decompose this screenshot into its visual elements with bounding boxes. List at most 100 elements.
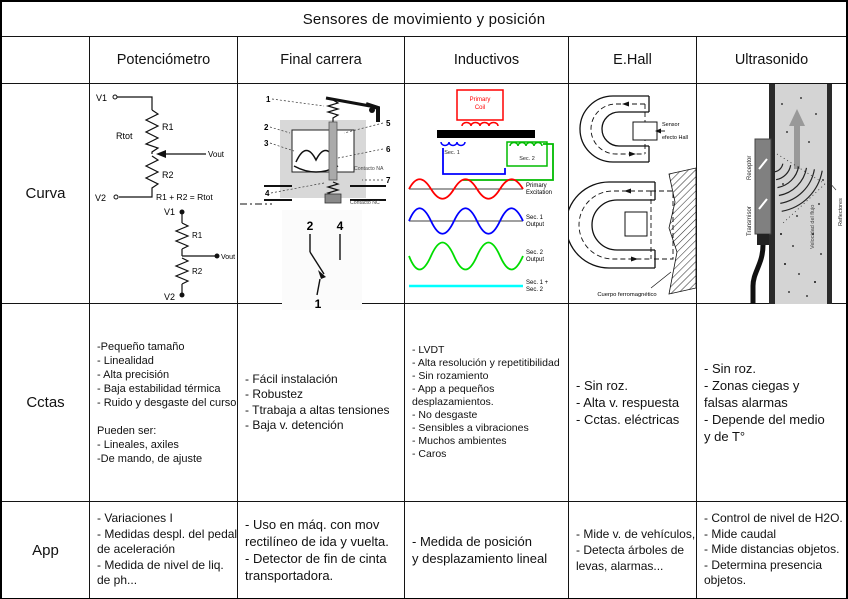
column-header-label: Final carrera bbox=[280, 52, 362, 68]
reflector-leader bbox=[828, 181, 837, 191]
upper-spring bbox=[325, 99, 341, 124]
v2-label: V2 bbox=[164, 292, 175, 302]
row-label: Cctas bbox=[26, 394, 65, 411]
text-line: - Robustez bbox=[245, 387, 304, 401]
text-line: -De mando, de ajuste bbox=[97, 452, 203, 465]
text-line: - Fácil instalación bbox=[245, 371, 338, 386]
terminal-4-label: 4 bbox=[337, 219, 344, 233]
app-ultrasonido-cell: - Control de nivel de H2O. - Mide caudal… bbox=[697, 502, 846, 598]
cctas-ultrasonido-cell: - Sin roz. - Zonas ciegas y falsas alarm… bbox=[697, 304, 846, 502]
waveform-label: Excitation bbox=[526, 190, 552, 196]
beam-path bbox=[776, 153, 826, 185]
text-line: - Medidas despl. del pedal bbox=[97, 526, 238, 541]
col-header-inductivos: Inductivos bbox=[405, 37, 569, 84]
text-line: - Control de nivel de H2O. bbox=[704, 511, 843, 526]
hall-sensor bbox=[632, 121, 658, 141]
text-line: - Linealidad bbox=[97, 354, 154, 367]
leader-line bbox=[271, 98, 325, 107]
wire bbox=[117, 96, 153, 110]
waveform-label: Output bbox=[526, 222, 544, 228]
transmisor-label: Transmisor bbox=[747, 206, 753, 236]
text-line: - Caros bbox=[412, 448, 447, 460]
sec2-output-wave bbox=[408, 241, 524, 271]
vout-label: Vout bbox=[221, 254, 235, 261]
ultrasonic-waves bbox=[774, 163, 823, 212]
text-line: - Alta precisión bbox=[97, 368, 170, 381]
transducer-block bbox=[754, 138, 772, 235]
text-line: - LVDT bbox=[412, 344, 445, 356]
v1-label: V1 bbox=[164, 207, 175, 217]
part-number: 7 bbox=[386, 176, 391, 185]
leader-line bbox=[269, 142, 295, 152]
app-ehall-cell: - Mide v. de vehículos, - Detecta árbole… bbox=[569, 502, 697, 598]
limit-switch-diagram: 1 2 3 4 5 6 Contacto NA 7 Contacto NC 2 … bbox=[240, 95, 391, 310]
sec1-label: Sec. 1 bbox=[444, 150, 460, 156]
text-line: - Sin roz. bbox=[704, 361, 757, 376]
r1-label: R1 bbox=[192, 231, 203, 240]
transducer-mark bbox=[758, 158, 768, 170]
r2-label: R2 bbox=[192, 267, 203, 276]
text-line: - Sin roz. bbox=[576, 378, 629, 393]
lvdt-diagram: Primary Coil Sec. 1 Sec. 2 Primary Excit… bbox=[408, 89, 554, 293]
transducer-mark bbox=[758, 198, 768, 210]
terminal-node bbox=[179, 292, 185, 298]
text-line: - Baja v. detención bbox=[245, 418, 344, 432]
col-header-ehall: E.Hall bbox=[569, 37, 697, 84]
waveform-label: Sec. 1 + bbox=[526, 280, 549, 286]
app-potenciometro-cell: - Variaciones I - Medidas despl. del ped… bbox=[90, 502, 238, 598]
horseshoe-magnet bbox=[569, 181, 656, 269]
flux-lines bbox=[578, 190, 674, 260]
hall-sensor-label: efecto Hall bbox=[662, 135, 688, 141]
text-line: - Mide caudal bbox=[704, 526, 777, 541]
row-label: Curva bbox=[25, 185, 66, 202]
column-header-label: Ultrasonido bbox=[734, 52, 809, 68]
cctas-potenciometro-cell: -Pequeño tamaño - Linealidad - Alta prec… bbox=[90, 304, 238, 502]
text-line: - Lineales, axiles bbox=[97, 438, 179, 451]
resistor-r1 bbox=[174, 222, 190, 250]
text-line: - Mide distancias objetos. bbox=[704, 542, 840, 557]
pipe-wall-left bbox=[769, 84, 775, 304]
leader-line bbox=[270, 182, 325, 194]
text-line: - Determina presencia bbox=[704, 557, 823, 572]
waveform-label: Sec. 2 bbox=[526, 287, 544, 293]
sec1-wire bbox=[442, 148, 506, 175]
primary-coil-label: Coil bbox=[475, 105, 485, 111]
ferromagnetic-body-label: Cuerpo ferromagnético bbox=[597, 292, 656, 298]
actuator-lever bbox=[325, 96, 371, 108]
text-line: - Depende del medio bbox=[704, 412, 825, 427]
text-line: Pueden ser: bbox=[97, 424, 157, 437]
waveform-label: Sec. 1 bbox=[526, 215, 544, 221]
text-line: falsas alarmas bbox=[704, 395, 788, 410]
col-header-ultrasonido: Ultrasonido bbox=[697, 37, 846, 84]
pipe-wall-right bbox=[827, 84, 832, 304]
primary-coil-label: Primary bbox=[470, 97, 491, 103]
contact-block bbox=[324, 193, 342, 204]
text-line: levas, alarmas... bbox=[576, 559, 664, 573]
text-line: - No desgaste bbox=[412, 409, 478, 421]
primary-coil-winding bbox=[461, 121, 499, 127]
text-line: objetos. bbox=[704, 573, 747, 588]
text-line: - Variaciones I bbox=[97, 511, 173, 526]
actuator-bracket bbox=[365, 102, 380, 122]
row-label-cctas: Cctas bbox=[2, 304, 90, 502]
terminal-node bbox=[112, 94, 118, 100]
body-leader-line bbox=[650, 271, 672, 289]
app-inductivos-cell: - Medida de posición y desplazamiento li… bbox=[405, 502, 569, 598]
text-line: transportadora. bbox=[245, 568, 334, 583]
curva-inductivos-cell: Primary Coil Sec. 1 Sec. 2 Primary Excit… bbox=[405, 84, 569, 304]
sec1-coil-winding bbox=[440, 141, 466, 147]
lower-spring bbox=[325, 181, 341, 196]
text-line: - Muchos ambientes bbox=[412, 435, 507, 447]
cctas-inductivos-cell: - LVDT - Alta resolución y repetitibilid… bbox=[405, 304, 569, 502]
flux-arrowhead bbox=[622, 101, 629, 107]
part-number: 1 bbox=[266, 95, 271, 104]
flux-arrowhead bbox=[624, 188, 631, 194]
text-line: -Pequeño tamaño bbox=[97, 340, 185, 353]
sec1-output-wave bbox=[408, 207, 524, 235]
switch-lever bbox=[309, 251, 325, 275]
column-header-label: Inductivos bbox=[453, 52, 520, 68]
cctas-final-carrera-cell: - Fácil instalación - Robustez - Ttrabaj… bbox=[238, 304, 405, 502]
receptor-label: Receptor bbox=[747, 156, 753, 180]
hall-sensor bbox=[624, 211, 648, 237]
